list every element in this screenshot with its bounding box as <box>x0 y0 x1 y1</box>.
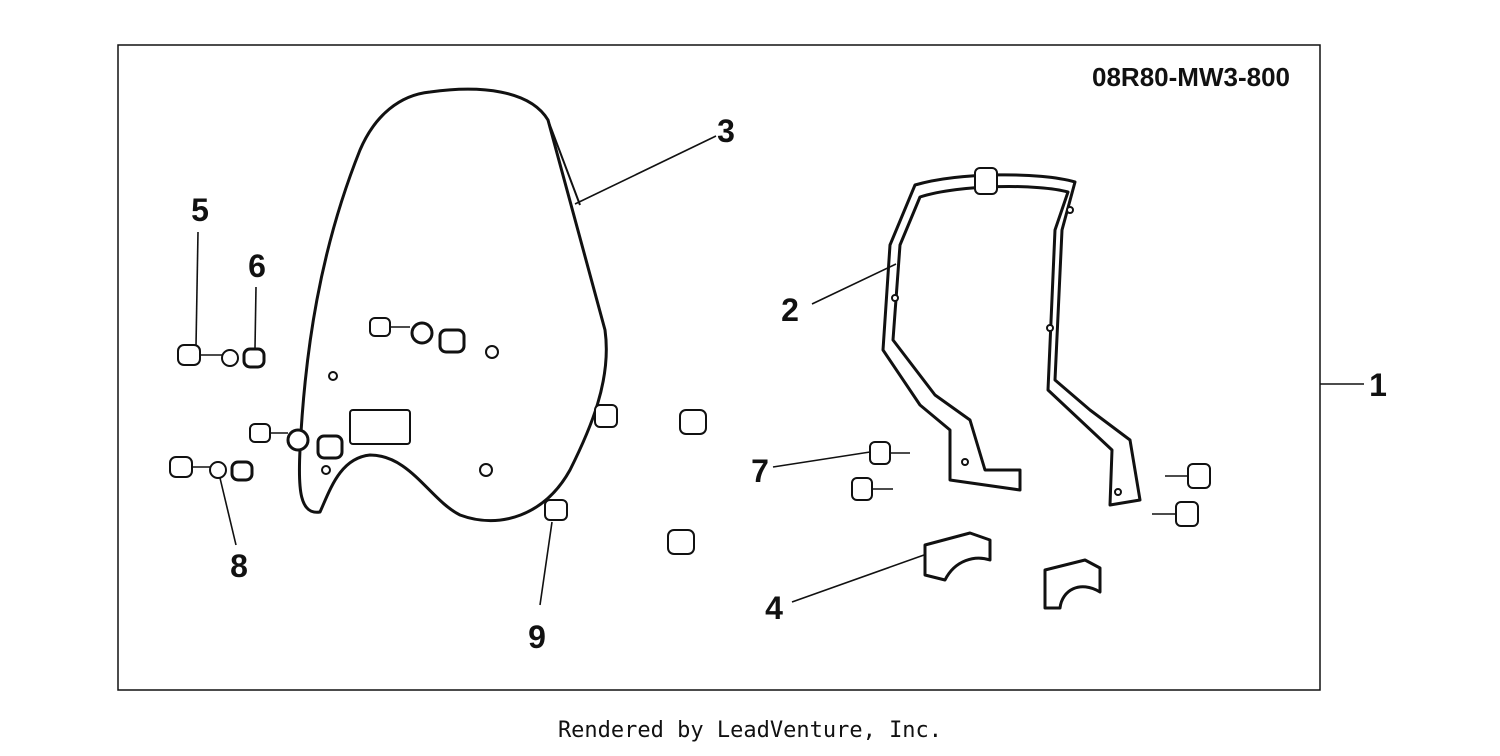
callout-2[interactable]: 2 <box>781 292 799 328</box>
washer-6[interactable] <box>221 347 266 369</box>
render-credit: Rendered by LeadVenture, Inc. <box>557 718 943 743</box>
callout-1[interactable]: 1 <box>1369 367 1387 403</box>
callout-5[interactable]: 5 <box>191 192 209 228</box>
diagram-frame <box>117 44 1321 691</box>
bolt-7[interactable] <box>851 441 910 501</box>
windscreen-part[interactable] <box>297 87 608 523</box>
stay-bracket-part[interactable] <box>881 167 1142 507</box>
callout-7[interactable]: 7 <box>751 453 769 489</box>
bolt-5[interactable] <box>177 344 222 366</box>
flange-bolts-right[interactable] <box>1152 463 1211 527</box>
callout-4[interactable]: 4 <box>765 590 783 626</box>
callout-3[interactable]: 3 <box>717 113 735 149</box>
callout-6[interactable]: 6 <box>248 248 266 284</box>
callout-9[interactable]: 9 <box>528 619 546 655</box>
bolt-8[interactable] <box>169 456 254 482</box>
clamp-4[interactable] <box>923 531 1102 610</box>
part-number: 08R80-MW3-800 <box>1092 62 1290 92</box>
nut-9[interactable] <box>544 404 707 555</box>
screen-bolt-lower[interactable] <box>249 423 344 460</box>
callout-8[interactable]: 8 <box>230 548 248 584</box>
screen-bolt-upper[interactable] <box>369 317 466 354</box>
